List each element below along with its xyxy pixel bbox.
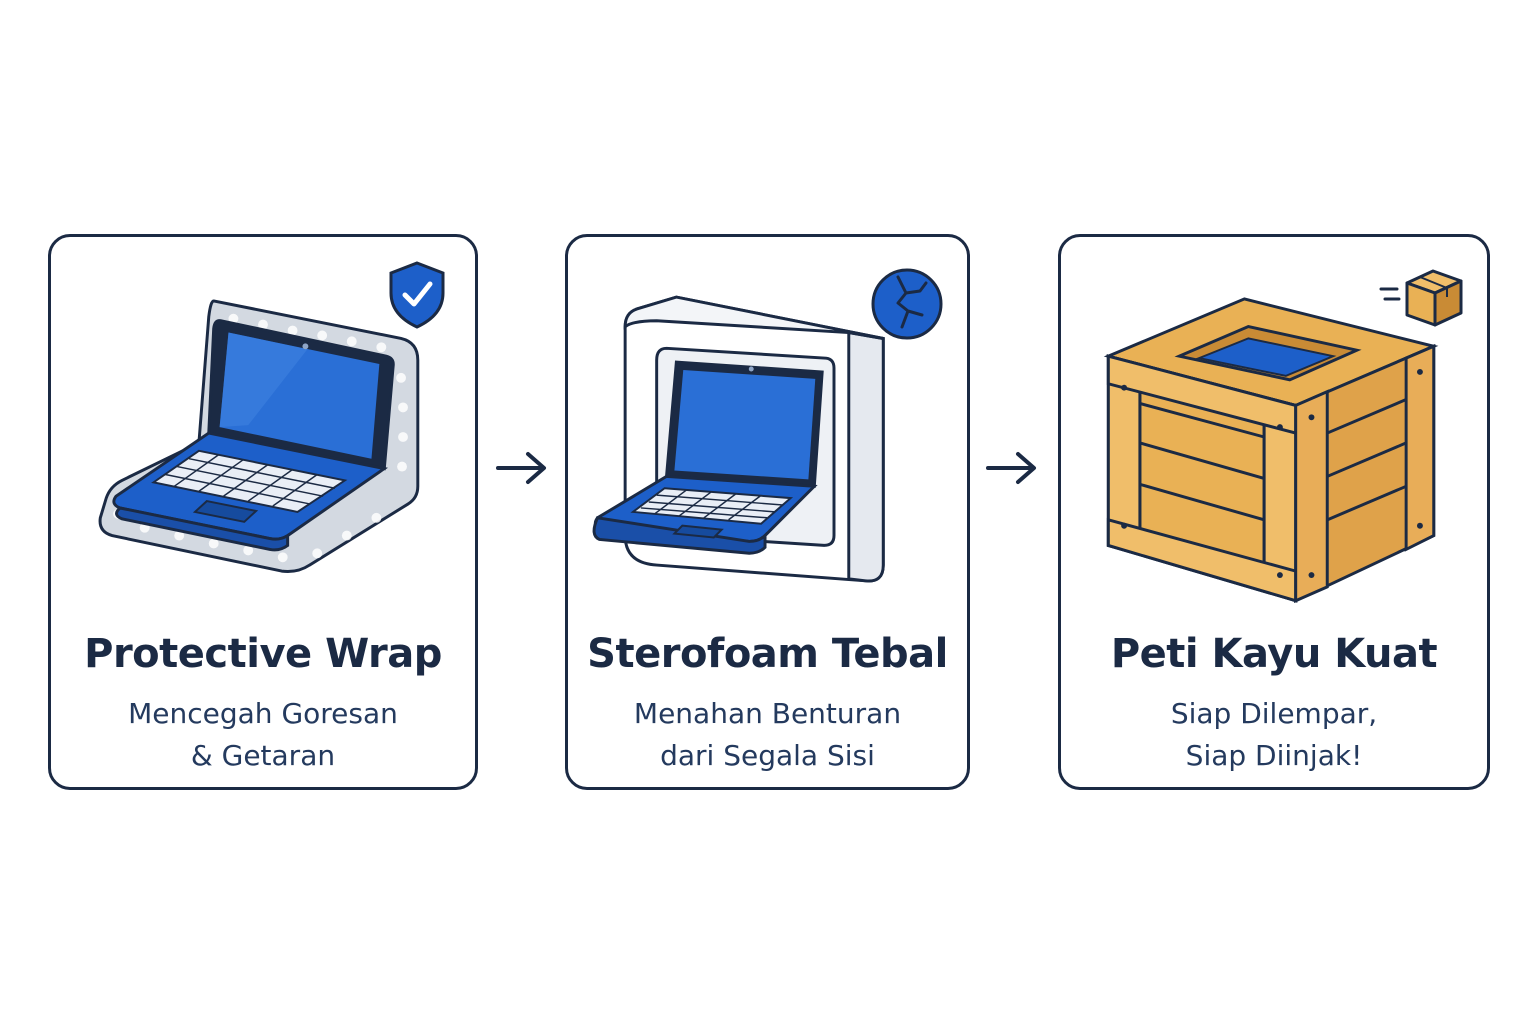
step-description-line: Siap Diinjak! bbox=[1185, 739, 1363, 772]
laptop-bubble-wrap-illustration bbox=[98, 299, 420, 573]
step-description-line: Siap Dilempar, bbox=[1170, 697, 1378, 730]
step-description-line: dari Segala Sisi bbox=[660, 739, 875, 772]
arrow-right-icon bbox=[496, 452, 546, 484]
step-description: Menahan Benturan dari Segala Sisi bbox=[568, 693, 967, 777]
arrow-right-icon bbox=[986, 452, 1036, 484]
step-title: Sterofoam Tebal bbox=[587, 631, 948, 677]
moving-box-icon bbox=[1379, 269, 1463, 327]
step-description: Siap Dilempar, Siap Diinjak! bbox=[1061, 693, 1487, 777]
step-description-line: Menahan Benturan bbox=[633, 697, 902, 730]
step-description-line: Mencegah Goresan bbox=[128, 697, 398, 730]
step-card-wooden-crate: Peti Kayu Kuat Siap Dilempar, Siap Diinj… bbox=[1058, 234, 1490, 790]
step-title: Peti Kayu Kuat bbox=[1110, 631, 1438, 677]
step-title: Protective Wrap bbox=[84, 631, 442, 677]
shield-check-icon bbox=[389, 261, 445, 329]
cracked-circle-icon bbox=[871, 268, 943, 340]
step-description-line: & Getaran bbox=[190, 739, 336, 772]
step-card-protective-wrap: Protective Wrap Mencegah Goresan & Getar… bbox=[48, 234, 478, 790]
step-description: Mencegah Goresan & Getaran bbox=[51, 693, 475, 777]
step-card-sterofoam: Sterofoam Tebal Menahan Benturan dari Se… bbox=[565, 234, 970, 790]
laptop-styrofoam-illustration bbox=[592, 295, 885, 583]
wooden-crate-illustration bbox=[1103, 297, 1439, 604]
